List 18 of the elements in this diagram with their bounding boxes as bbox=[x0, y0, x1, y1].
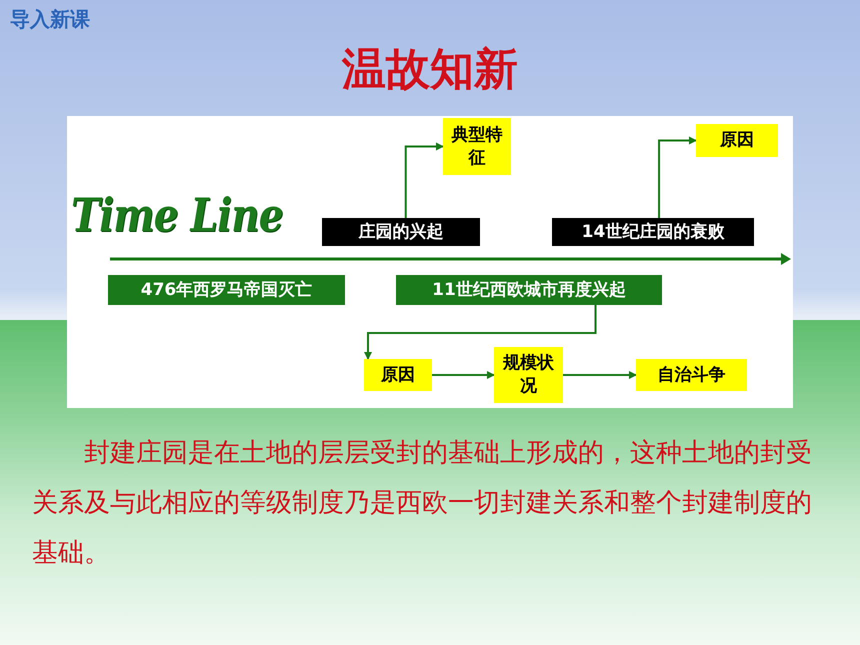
timeline-box: 11世纪西欧城市再度兴起 bbox=[396, 275, 662, 305]
timeline-box: 476年西罗马帝国灭亡 bbox=[108, 275, 345, 305]
arrow bbox=[658, 136, 697, 218]
timeline-box: 庄园的兴起 bbox=[322, 218, 480, 246]
timeline-heading: Time Line bbox=[71, 188, 283, 242]
timeline-box: 自治斗争 bbox=[636, 359, 747, 391]
timeline-box: 14世纪庄园的衰败 bbox=[552, 218, 754, 246]
arrow bbox=[432, 371, 495, 379]
arrow bbox=[404, 142, 444, 218]
timeline-box: 原因 bbox=[696, 124, 778, 157]
timeline-box: 原因 bbox=[364, 359, 432, 391]
arrow bbox=[563, 371, 637, 379]
title: 温故知新 bbox=[340, 43, 519, 97]
arrow bbox=[364, 305, 596, 360]
section-tag: 导入新课 bbox=[10, 6, 90, 33]
timeline-box: 典型特征 bbox=[443, 118, 511, 175]
paragraph: 封建庄园是在土地的层层受封的基础上形成的，这种土地的封受关系及与此相应的等级制度乃是西欧一切封建关系和整个封建制度的基础。 bbox=[32, 437, 813, 570]
timeline-box: 规模状况 bbox=[494, 347, 563, 403]
